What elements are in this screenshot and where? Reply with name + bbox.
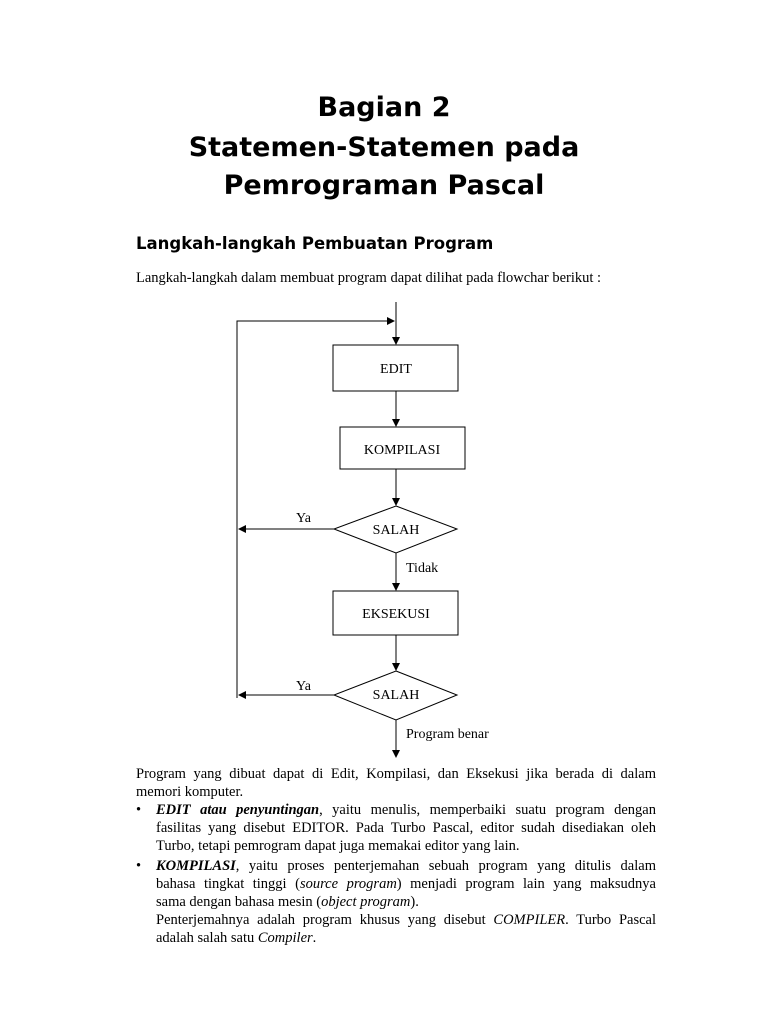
- section-heading: Langkah-langkah Pembuatan Program: [136, 234, 494, 253]
- bullet-symbol: •: [136, 802, 142, 818]
- paragraph-line-1: Program yang dibuat dapat di Edit, Kompi…: [136, 766, 656, 782]
- bullet-kompilasi-line-4: Penterjemahnya adalah program khusus yan…: [156, 912, 656, 928]
- bullet-kompilasi-line-1: KOMPILASI, yaitu proses penterjemahan se…: [156, 858, 656, 874]
- bullet-kompilasi-line-5: adalah salah satu Compiler.: [156, 930, 317, 946]
- paragraph-line-2: memori komputer.: [136, 784, 244, 800]
- bullet-edit-line-3: Turbo, tetapi pemrogram dapat juga memak…: [156, 838, 520, 854]
- chapter-title-line1: Bagian 2: [317, 92, 451, 123]
- bullet-kompilasi-line-3: sama dengan bahasa mesin (object program…: [156, 894, 419, 910]
- ya-label-2: Ya: [296, 679, 312, 694]
- bullet-edit-line-1: EDIT atau penyuntingan, yaitu menulis, m…: [156, 802, 656, 818]
- eksekusi-label: EKSEKUSI: [362, 607, 430, 622]
- kompilasi-box: [339, 426, 466, 470]
- bullet-kompilasi-line-2: bahasa tingkat tinggi (source program) m…: [156, 876, 656, 892]
- ya-label-1: Ya: [296, 511, 312, 526]
- tidak-label: Tidak: [406, 561, 438, 576]
- chapter-title-line2: Statemen-Statemen pada: [188, 132, 580, 163]
- bullet-kompilasi-term: KOMPILASI: [156, 858, 236, 874]
- bullet-symbol: •: [136, 858, 142, 874]
- paragraph: Program yang dibuat dapat di Edit, Kompi…: [136, 765, 656, 801]
- loop-back-line: [236, 317, 395, 698]
- intro-text: Langkah-langkah dalam membuat program da…: [136, 270, 602, 286]
- kompilasi-label: KOMPILASI: [364, 443, 441, 458]
- chapter-title-line3: Pemrograman Pascal: [223, 170, 545, 201]
- bullet-edit-line-2: fasilitas yang disebut EDITOR. Pada Turb…: [156, 820, 656, 836]
- program-benar-label: Program benar: [406, 727, 489, 742]
- salah-label-1: SALAH: [373, 523, 420, 538]
- salah-label-2: SALAH: [373, 688, 420, 703]
- bullet-edit-term: EDIT atau penyuntingan: [156, 802, 320, 818]
- edit-label: EDIT: [380, 362, 412, 377]
